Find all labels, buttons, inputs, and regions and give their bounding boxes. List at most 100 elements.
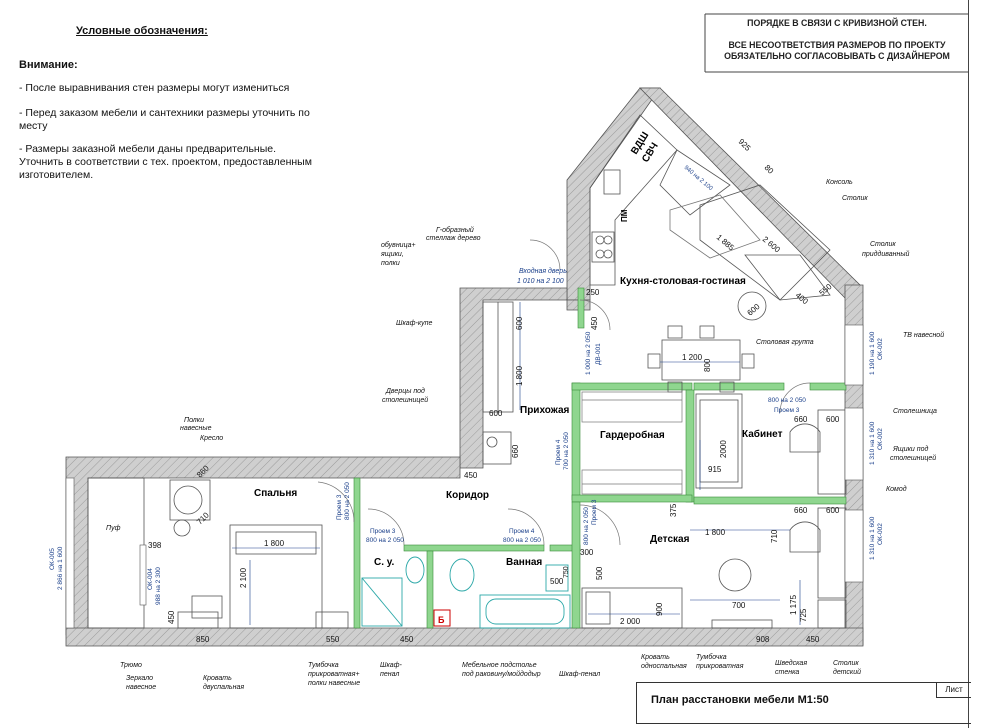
room-label-corridor: Коридор	[446, 490, 489, 501]
boiler-label: Б	[438, 615, 445, 625]
opening-label: Проем 4	[555, 439, 562, 465]
boiler-mark	[433, 609, 451, 627]
room-label-study: Кабинет	[742, 428, 783, 440]
callout-doors: Дверцы под	[385, 387, 425, 395]
dim: 660	[794, 506, 808, 515]
window-label: ОК-002	[877, 428, 884, 450]
opening-label: Проем 3	[336, 494, 343, 520]
note-item: - Перед заказом мебели и сантехники разм…	[19, 107, 310, 132]
dim: 925	[737, 137, 753, 153]
callout-bed-2: двуспальная	[203, 683, 244, 691]
callout-drawers: Ящики под	[892, 445, 929, 453]
dim: 500	[595, 566, 604, 580]
dim: 2 000	[620, 617, 641, 626]
dim: 2 100	[239, 567, 248, 588]
opening-size: 1 000 на 2 050	[585, 331, 592, 375]
callout-console: Консоль	[826, 179, 853, 186]
room-label-wardrobe: Гардеробная	[600, 429, 665, 441]
dim: 400	[794, 291, 810, 307]
room-label-bath: Ванная	[506, 557, 542, 568]
room-label-hall: Прихожая	[520, 405, 570, 416]
opening-label: Проем 3	[774, 407, 800, 414]
dim: 1 175	[789, 594, 798, 615]
callout-vanity: Мебельное подстолье	[462, 661, 537, 669]
dim: 600	[489, 409, 503, 418]
warning-heading: Внимание:	[19, 59, 78, 71]
dishwasher-mark: ПМ	[620, 209, 629, 222]
hall-wardrobe	[482, 301, 514, 465]
title-block: План расстановки мебели М1:50 Лист	[636, 682, 971, 724]
note-item: - Размеры заказной мебели даны предварит…	[19, 143, 312, 181]
callout-mirror: Зеркало	[126, 675, 153, 682]
callout-kids-table: Столик	[833, 660, 859, 667]
opening-size: 700 на 2 050	[563, 432, 570, 470]
callout-mirror-2: навесное	[126, 684, 156, 691]
opening-label: Проем 3	[591, 499, 598, 525]
dim: 750	[563, 566, 570, 578]
opening-size: 800 на 2 050	[503, 537, 541, 544]
window-label: ОК-004	[147, 568, 154, 590]
callout-doors-2: столешницей	[382, 396, 428, 404]
dim: 600	[746, 302, 762, 318]
dim: 710	[770, 529, 779, 543]
callout-armchair: Кресло	[200, 435, 223, 442]
callout-dresser: Трюмо	[120, 662, 142, 669]
opening-size: 800 на 2 050	[344, 482, 351, 520]
callout-single-bed-2: односпальная	[641, 662, 687, 670]
opening-size: 800 на 2 050	[366, 537, 404, 544]
callout-shoe-3: полки	[381, 260, 400, 267]
window-label: ОК-005	[49, 548, 56, 570]
dim: 1 800	[515, 365, 524, 386]
dim: 450	[167, 610, 176, 624]
dim: 660	[794, 415, 808, 424]
callout-vanity-2: под раковину/мойдодыр	[462, 670, 541, 678]
callout-bedside-2: прикроватная	[696, 663, 744, 670]
dim: 300	[580, 548, 594, 557]
callout-pencil-case-b: Шкаф-пенал	[559, 671, 600, 678]
door-swings	[317, 239, 811, 546]
callout-nightstand-3: полки навесные	[308, 680, 360, 687]
dim: 550	[326, 635, 340, 644]
dim: 375	[669, 503, 678, 517]
dim: 2 600	[761, 235, 783, 255]
dim: 450	[590, 316, 599, 330]
outer-walls	[65, 87, 864, 647]
dim: 700	[732, 601, 746, 610]
dim: 600	[515, 316, 524, 330]
dim: 500	[550, 577, 564, 586]
legend-title: Условные обозначения:	[76, 25, 208, 37]
bedroom-furniture	[87, 477, 349, 629]
callout-side-table-2: приддиванный	[862, 250, 910, 258]
dim: 600	[826, 415, 840, 424]
dim: 660	[511, 444, 520, 458]
opening-size: 800 на 2 050	[583, 507, 590, 545]
window-size: 1 310 на 1 600	[869, 516, 876, 560]
kitchen-unit	[589, 114, 831, 321]
window-label: ОК-002	[877, 523, 884, 545]
callout-bedside: Тумбочка	[696, 653, 727, 661]
dim: 908	[756, 635, 770, 644]
window-size: 1 190 на 1 600	[869, 331, 876, 375]
dim: 725	[799, 608, 808, 622]
callout-wall-bars: Шведская	[775, 659, 807, 667]
callout-wall-bars-2: стенка	[775, 669, 799, 676]
callout-closet: Шкаф-купе	[396, 320, 432, 327]
designer-notes: ПОРЯДКЕ В СВЯЗИ С КРИВИЗНОЙ СТЕН. ВСЕ НЕ…	[705, 16, 969, 70]
callout-kids-table-2: детский	[833, 668, 861, 676]
wardrobe-room-shelves	[581, 391, 683, 495]
callout-nightstand: Тумбочка	[308, 661, 339, 669]
dimension-lines	[232, 302, 801, 625]
callout-pencil-case-2: пенал	[380, 671, 399, 678]
dim: 900	[655, 602, 664, 616]
windows	[65, 324, 864, 629]
opening-label: Проем 4	[509, 528, 535, 535]
callout-pouf: Пуф	[106, 525, 121, 532]
callout-nightstand-2: прикроватная+	[308, 671, 360, 678]
dim: 450	[400, 635, 414, 644]
kids-furniture	[581, 507, 847, 629]
callout-worktop: Столешница	[893, 408, 937, 415]
dim: 450	[806, 635, 820, 644]
dim: 600	[826, 506, 840, 515]
